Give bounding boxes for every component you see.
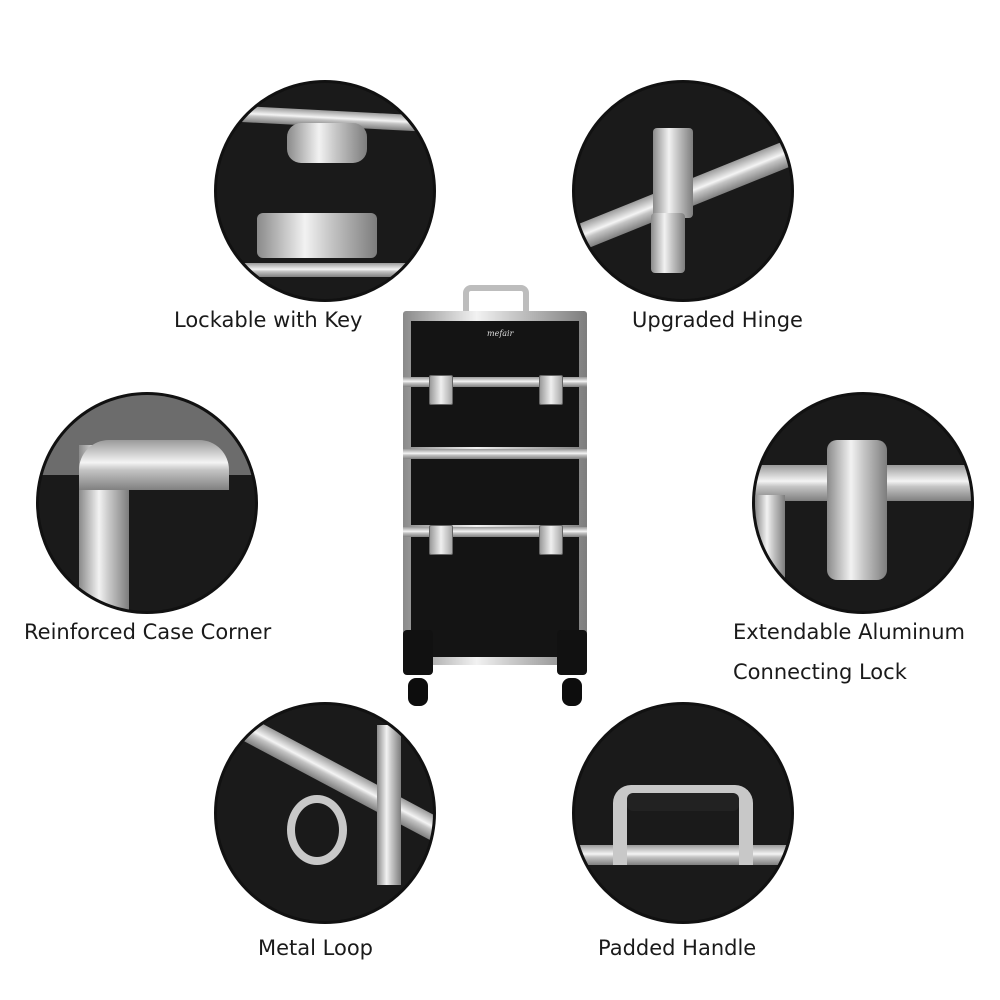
train-case-product: mefair: [403, 285, 587, 710]
brand-logo: mefair: [487, 329, 514, 338]
callout-label-lockable: Lockable with Key: [174, 308, 363, 332]
rail-1: [403, 377, 587, 387]
latch-icon: [539, 525, 563, 555]
callout-label-lock-line2: Connecting Lock: [733, 660, 907, 684]
upgraded-hinge-detail-image: [572, 80, 794, 302]
lockable-key-detail-image: [214, 80, 436, 302]
wheel-housing-right: [557, 630, 587, 675]
tray-2-panel: [411, 459, 579, 525]
bottom-compartment-panel: [411, 537, 579, 657]
latch-icon: [429, 375, 453, 405]
wheel-right: [562, 678, 582, 706]
top-lid-panel: [411, 321, 579, 379]
wheel-housing-left: [403, 630, 433, 675]
rail-3: [403, 527, 587, 537]
reinforced-corner-detail-image: [36, 392, 258, 614]
callout-label-loop: Metal Loop: [258, 936, 374, 960]
latch-icon: [429, 525, 453, 555]
latch-icon: [539, 375, 563, 405]
connecting-lock-detail-image: [752, 392, 974, 614]
rail-2: [403, 449, 587, 459]
wheel-left: [408, 678, 428, 706]
callout-label-lock-line1: Extendable Aluminum: [733, 620, 965, 644]
padded-handle-detail-image: [572, 702, 794, 924]
metal-loop-detail-image: [214, 702, 436, 924]
callout-label-handle: Padded Handle: [598, 936, 757, 960]
top-handle: [463, 285, 529, 313]
callout-label-hinge: Upgraded Hinge: [632, 308, 803, 332]
callout-label-corner: Reinforced Case Corner: [24, 620, 272, 644]
